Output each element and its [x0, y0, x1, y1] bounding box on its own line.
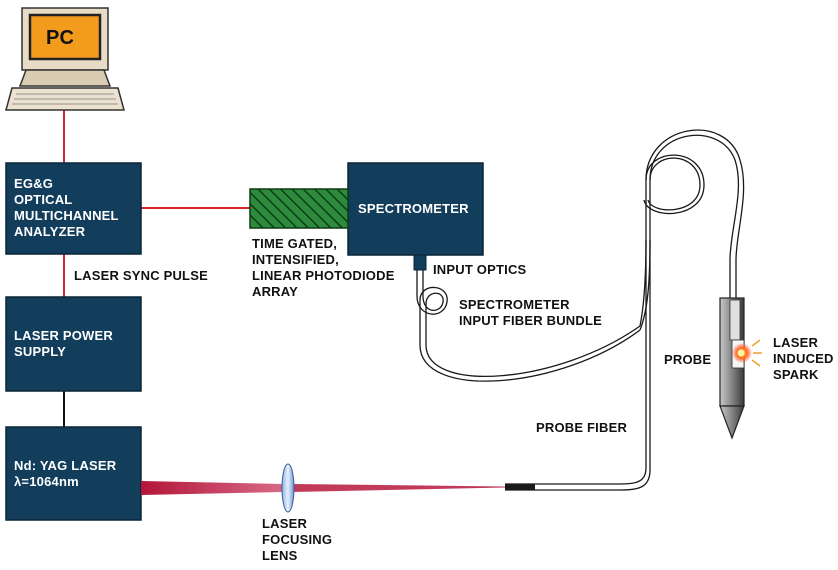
- probe-fiber: [505, 129, 745, 491]
- detector-label-line: TIME GATED,: [252, 236, 338, 251]
- spark-label-line: LASER: [773, 335, 819, 350]
- focused-laser-beam: [293, 484, 505, 492]
- detector-label-line: INTENSIFIED,: [252, 252, 339, 267]
- desktop-computer-icon: [5, 7, 125, 111]
- input-fiber-label-line: INPUT FIBER BUNDLE: [459, 313, 602, 328]
- sync-pulse-label: LASER SYNC PULSE: [74, 268, 208, 283]
- input-fiber-label-line: SPECTROMETER: [459, 297, 570, 312]
- spectrometer-box: [347, 162, 484, 256]
- analyzer-box: [5, 162, 142, 255]
- probe-label: PROBE: [664, 352, 712, 367]
- input-optics-connector: [413, 254, 427, 271]
- photodiode-array-icon: [249, 188, 349, 229]
- lens-label-line: LENS: [262, 548, 298, 563]
- input-fiber-label: SPECTROMETER INPUT FIBER BUNDLE: [459, 297, 602, 329]
- pc-label: PC: [46, 27, 75, 49]
- spark-icon: [732, 339, 762, 367]
- analyzer-label-line: EG&G: [14, 176, 54, 191]
- laser-beam: [141, 481, 283, 495]
- lens-label: LASER FOCUSING LENS: [262, 516, 332, 564]
- probe-icon: [719, 297, 745, 440]
- laser-label-line: λ=1064nm: [14, 474, 79, 489]
- spectrometer-label: SPECTROMETER: [358, 201, 469, 216]
- focusing-lens-icon: [281, 463, 295, 513]
- spark-label: LASER INDUCED SPARK: [773, 335, 834, 383]
- detector-label: TIME GATED, INTENSIFIED, LINEAR PHOTODIO…: [252, 236, 395, 300]
- laser-label: Nd: YAG LASER λ=1064nm: [14, 458, 116, 490]
- laser-label-line: Nd: YAG LASER: [14, 458, 117, 473]
- power-supply-label-line: SUPPLY: [14, 344, 67, 359]
- power-supply-box: [5, 296, 142, 392]
- fiber-input-end: [505, 484, 535, 490]
- detector-label-line: LINEAR PHOTODIODE: [252, 268, 395, 283]
- power-supply-label-line: LASER POWER: [14, 328, 113, 343]
- lens-label-line: FOCUSING: [262, 532, 333, 547]
- laser-box: [5, 426, 142, 521]
- spark-label-line: INDUCED: [773, 351, 834, 366]
- lens-label-line: LASER: [262, 516, 308, 531]
- detector-label-line: ARRAY: [252, 284, 299, 299]
- input-optics-label: INPUT OPTICS: [433, 262, 527, 277]
- analyzer-label-line: OPTICAL: [14, 192, 73, 207]
- analyzer-label-line: MULTICHANNEL: [14, 208, 119, 223]
- probe-fiber-label: PROBE FIBER: [536, 420, 628, 435]
- spark-label-line: SPARK: [773, 367, 819, 382]
- analyzer-label-line: ANALYZER: [14, 224, 86, 239]
- analyzer-label: EG&G OPTICAL MULTICHANNEL ANALYZER: [14, 176, 119, 240]
- power-supply-label: LASER POWER SUPPLY: [14, 328, 113, 360]
- spectrometer-input-fiber: [416, 270, 641, 382]
